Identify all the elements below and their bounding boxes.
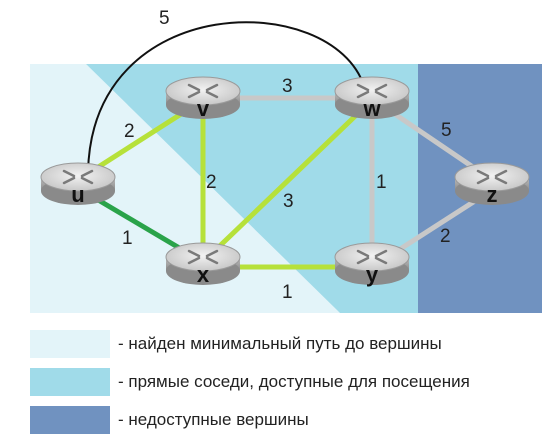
edge-u-w	[87, 21, 365, 173]
router-icon	[334, 76, 410, 119]
router-y: y	[334, 242, 410, 287]
legend-label-unreachable: - недоступные вершины	[118, 410, 309, 429]
neighbor-region	[86, 64, 418, 313]
node-label-z: z	[487, 182, 498, 207]
router-icon	[334, 242, 410, 285]
node-label-x: x	[197, 262, 210, 287]
edge-label-v-w: 3	[282, 76, 293, 97]
legend-label-neighbor: - прямые соседи, доступные для посещения	[118, 372, 470, 391]
node-label-u: u	[71, 182, 84, 207]
legend-swatch-unreachable	[30, 406, 110, 434]
node-label-v: v	[197, 96, 210, 121]
edge-label-v-x: 2	[206, 172, 217, 193]
edge-label-w-z: 5	[441, 120, 452, 141]
router-icon	[40, 162, 116, 205]
router-icon	[454, 162, 530, 205]
edge-label-y-z: 2	[440, 226, 451, 247]
legend-row-found: - найден минимальный путь до вершины	[30, 330, 442, 358]
legend-swatch-neighbor	[30, 368, 110, 396]
router-v: v	[165, 76, 241, 121]
router-icon	[165, 76, 241, 119]
router-u: u	[40, 162, 116, 207]
edge-label-u-x: 1	[122, 228, 133, 249]
router-icon	[165, 242, 241, 285]
edge-label-x-w: 3	[283, 191, 294, 212]
legend-label-found: - найден минимальный путь до вершины	[118, 334, 442, 353]
edge-label-u-v: 2	[124, 121, 135, 142]
edge-x-w	[201, 98, 374, 264]
legend-swatch-found	[30, 330, 110, 358]
router-w: w	[334, 76, 410, 121]
legend-row-unreachable: - недоступные вершины	[30, 406, 309, 434]
node-label-w: w	[362, 96, 381, 121]
legend-row-neighbor: - прямые соседи, доступные для посещения	[30, 368, 470, 396]
router-z: z	[454, 162, 530, 207]
edge-label-u-w: 5	[159, 8, 170, 29]
edge-label-x-y: 1	[282, 282, 293, 303]
router-x: x	[165, 242, 241, 287]
edge-label-w-y: 1	[376, 172, 387, 193]
found-region	[30, 64, 340, 313]
node-label-y: y	[366, 262, 379, 287]
